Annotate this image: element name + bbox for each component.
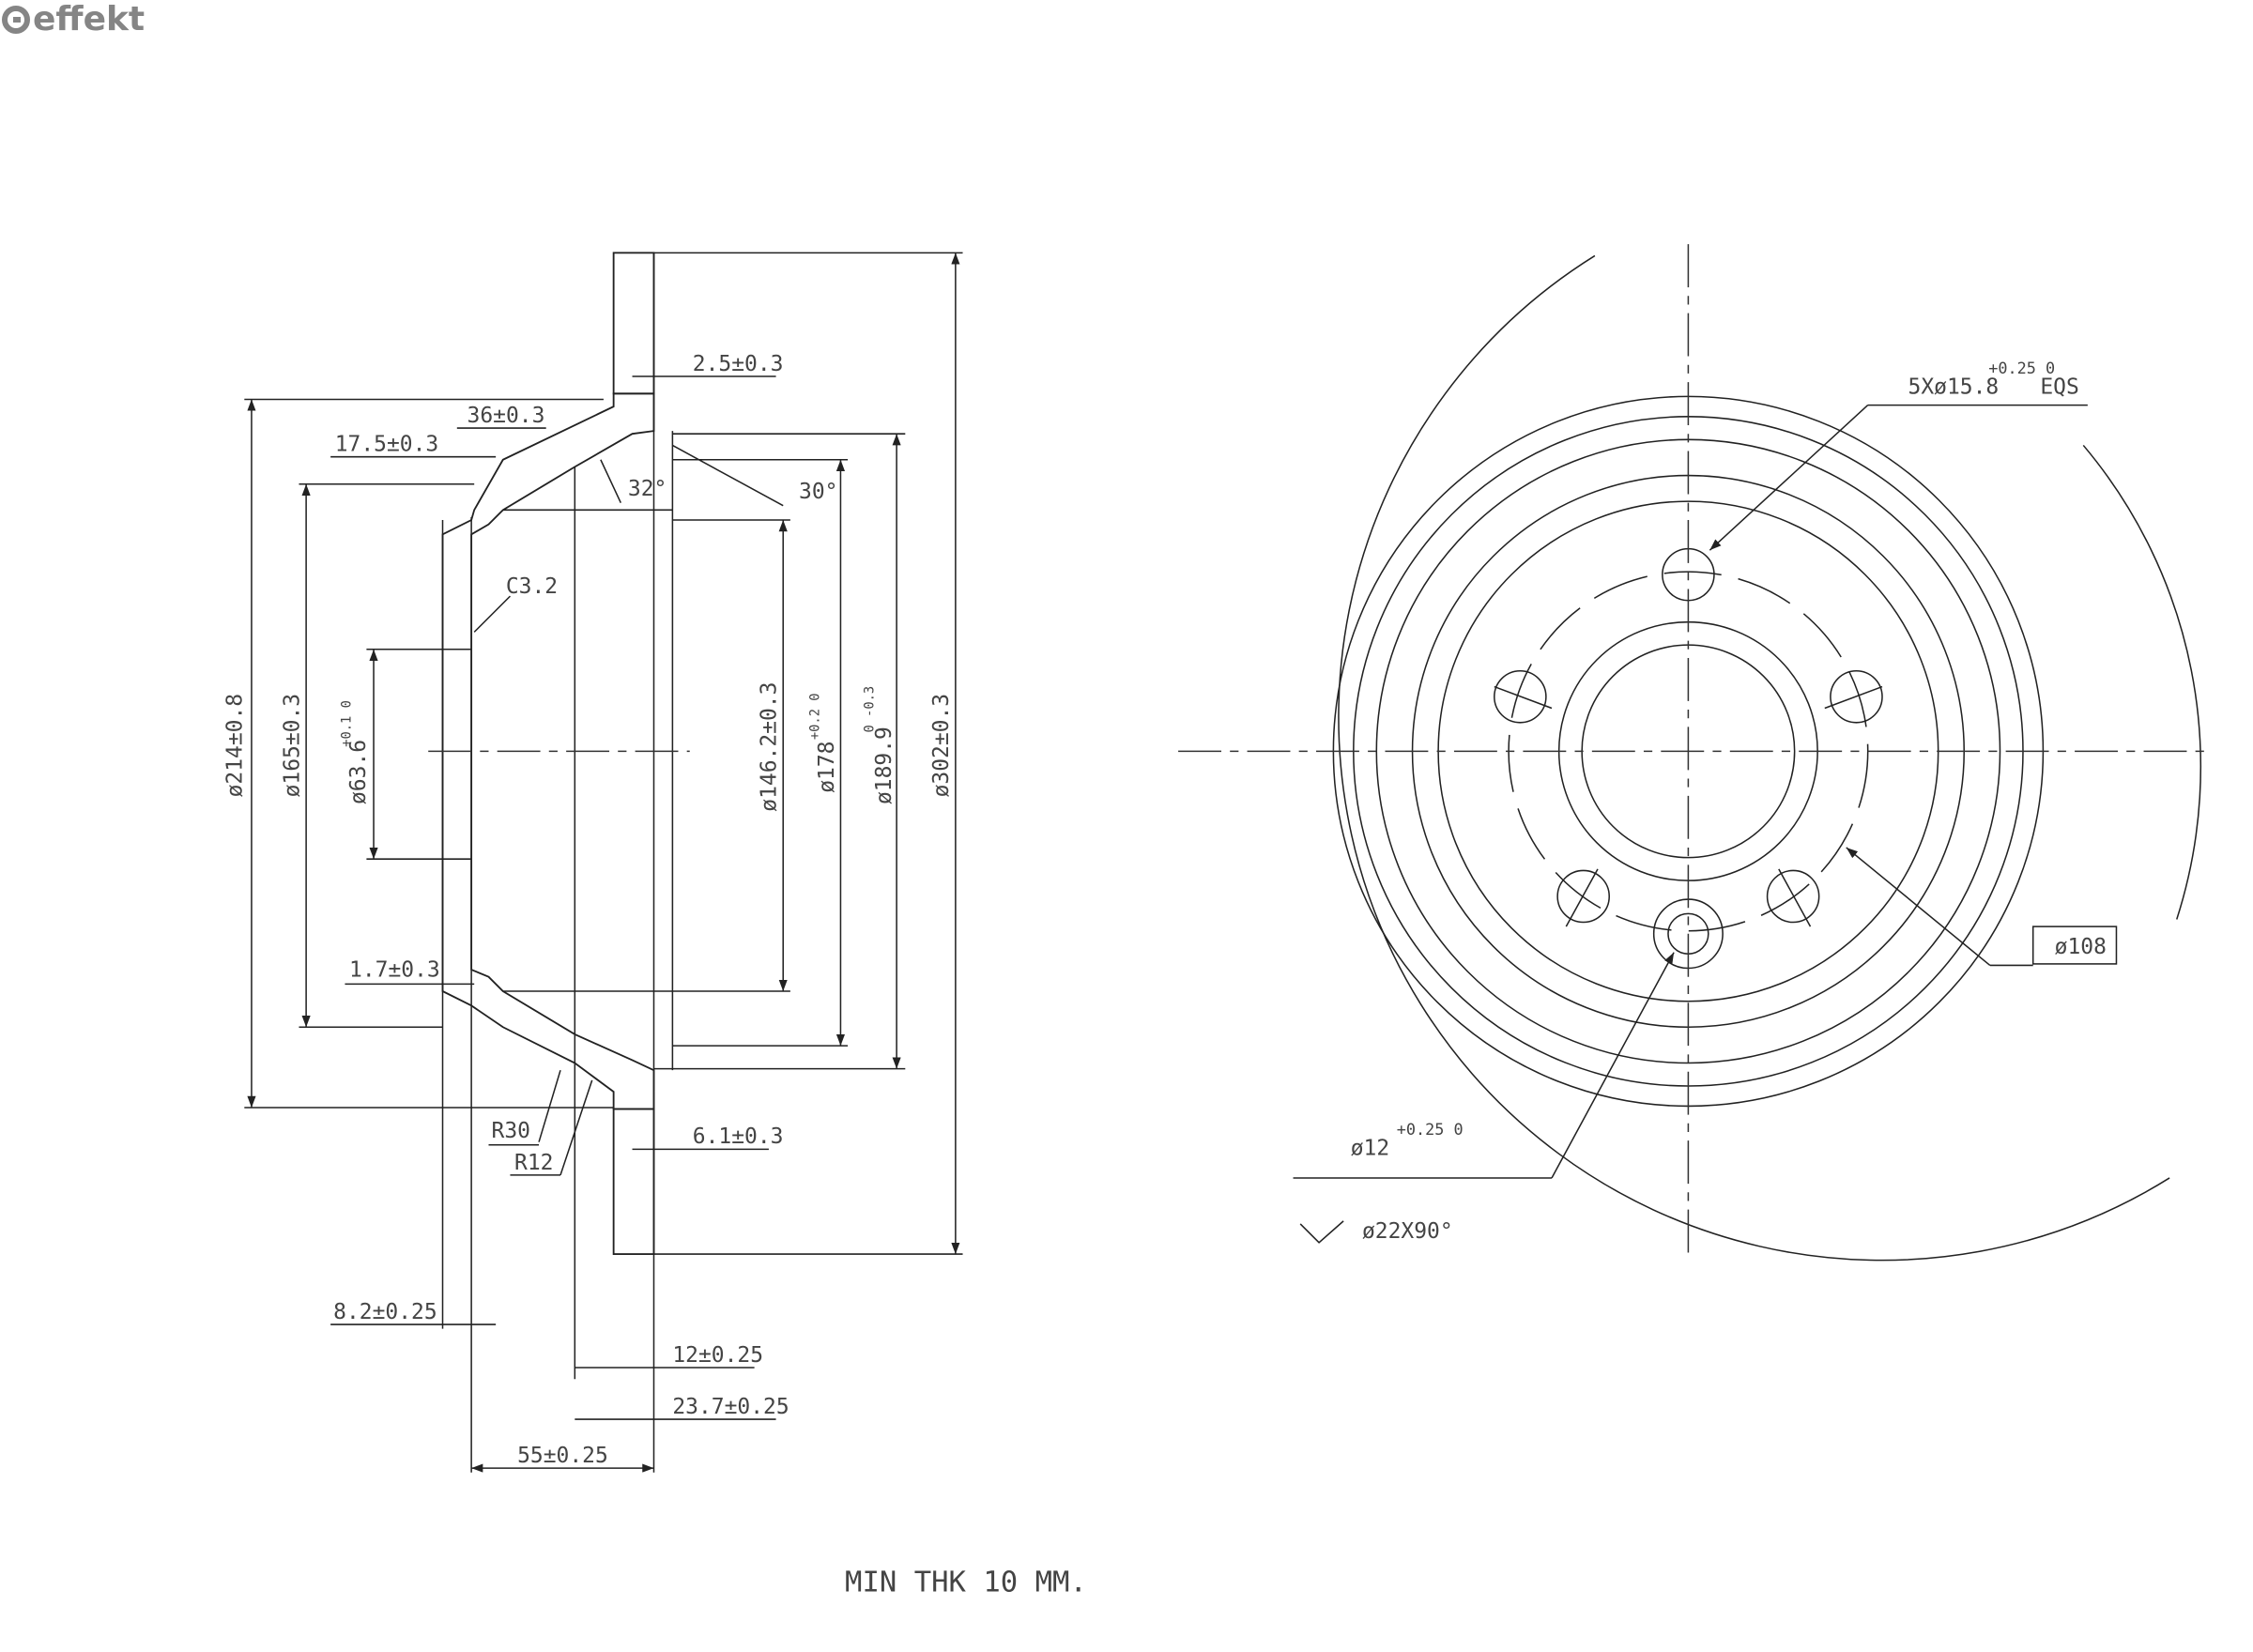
dim-t36: 36±0.3 <box>467 404 545 428</box>
front-view: 5Xø15.8 +0.25 0 EQS ø108 ø12 +0.25 0 ø22… <box>1178 244 2206 1262</box>
dim-t12: 12±0.25 <box>672 1343 763 1368</box>
logo-mark-icon <box>2 5 30 34</box>
holes-eqs: EQS <box>2040 375 2078 399</box>
holes-label: 5Xø15.8 <box>1908 375 2000 399</box>
dim-t17: 1.7±0.3 <box>349 958 440 983</box>
dim-d165: ø165±0.3 <box>280 694 304 797</box>
dim-d63-tol: +0.1 0 <box>340 700 355 747</box>
min-thickness-note: MIN THK 10 MM. <box>845 1567 1087 1599</box>
dim-d189: ø189.9 <box>872 727 897 804</box>
dim-t237: 23.7±0.25 <box>672 1395 789 1419</box>
pilot-label: ø12 <box>1351 1136 1389 1160</box>
brand-name: effekt <box>33 0 146 38</box>
dim-d146: ø146.2±0.3 <box>758 682 782 812</box>
dim-r30: R30 <box>492 1119 530 1143</box>
effekt-logo: effekt <box>2 0 145 38</box>
dim-d178-tol: +0.2 0 <box>807 693 822 740</box>
dim-d189-tol: 0 -0.3 <box>863 686 878 733</box>
dim-t55: 55±0.25 <box>517 1444 608 1468</box>
section-view: ø214±0.8 ø165±0.3 ø63.6 +0.1 0 ø146.2±0.… <box>222 252 963 1473</box>
dim-c32: C3.2 <box>506 574 558 599</box>
chamfer-label: ø22X90° <box>1362 1219 1453 1244</box>
bolt-hole <box>1494 669 1547 724</box>
dim-t25: 2.5±0.3 <box>693 352 784 376</box>
dim-a32: 32° <box>628 477 667 501</box>
pilot-tol: +0.25 0 <box>1397 1120 1464 1139</box>
dim-t175: 17.5±0.3 <box>335 433 438 457</box>
dim-a30: 30° <box>799 480 837 504</box>
dim-d302: ø302±0.3 <box>929 694 954 797</box>
dim-t61: 6.1±0.3 <box>693 1124 784 1149</box>
pcd-label: ø108 <box>2055 935 2107 959</box>
dim-r12: R12 <box>514 1151 553 1175</box>
holes-tol: +0.25 0 <box>1988 359 2055 377</box>
dim-d63: ø63.6 <box>346 740 371 804</box>
dim-d214: ø214±0.8 <box>222 694 247 797</box>
bolt-hole <box>1766 869 1820 924</box>
bolt-hole <box>1830 669 1883 724</box>
chamfer-symbol-icon <box>1299 1220 1344 1244</box>
bolt-hole <box>1556 869 1610 924</box>
dim-d178: ø178 <box>815 742 839 793</box>
dim-t82: 8.2±0.25 <box>333 1300 437 1324</box>
